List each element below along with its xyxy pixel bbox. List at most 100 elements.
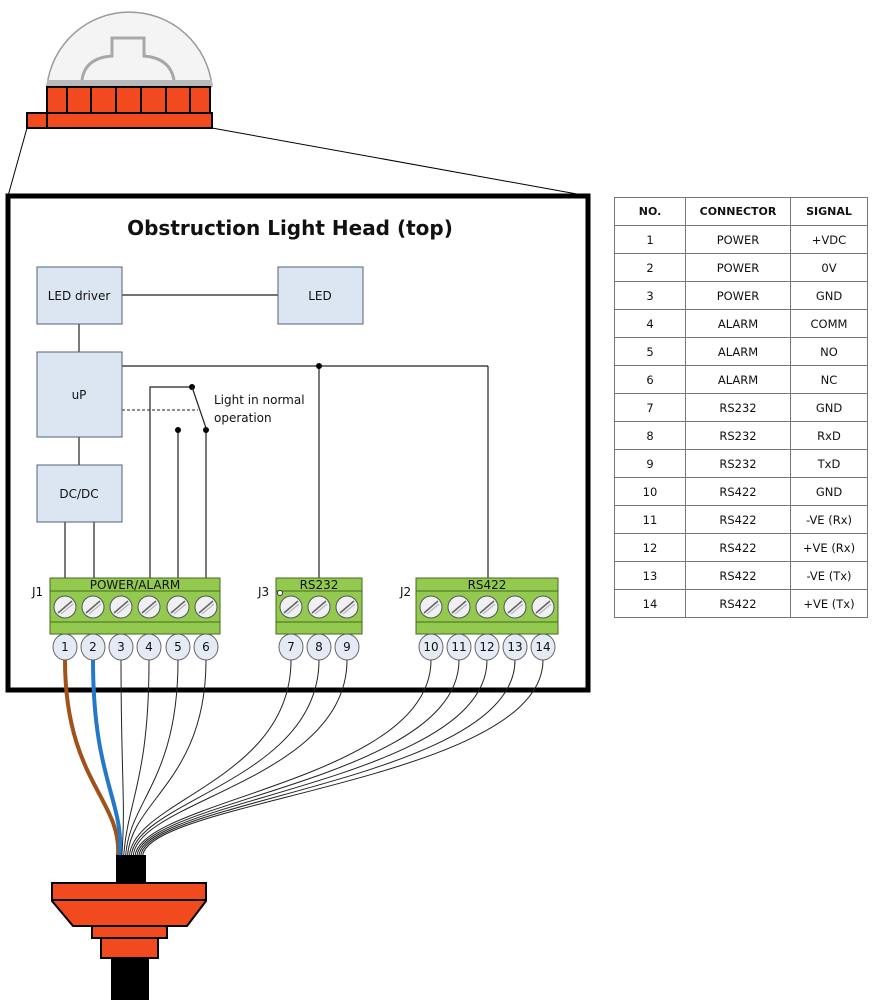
- signal-cell: GND: [790, 393, 868, 422]
- pin-marker: 1: [52, 633, 78, 661]
- pin-number: 6: [202, 640, 210, 654]
- signal-cell: +VE (Tx): [790, 589, 868, 618]
- switch-note-line1: Light in normal: [214, 393, 305, 407]
- signal-cell: TxD: [790, 449, 868, 478]
- pin-number: 14: [535, 640, 550, 654]
- connector-cell: ALARM: [685, 337, 791, 366]
- connector-cell: RS232: [685, 449, 791, 478]
- cable-wire: [128, 659, 292, 857]
- header-no: NO.: [614, 197, 686, 226]
- j3-label: RS232: [300, 578, 339, 592]
- cable-wire: [132, 659, 348, 857]
- terminal-screw: [166, 595, 190, 619]
- signal-cell: GND: [790, 281, 868, 310]
- pin-marker: 6: [193, 633, 219, 661]
- pin-marker: 13: [502, 633, 528, 661]
- pin-number-cell: 14: [614, 589, 686, 618]
- terminal-screw: [109, 595, 133, 619]
- pin-marker: 3: [108, 633, 134, 661]
- pin-number-cell: 8: [614, 421, 686, 450]
- cable-gland-illustration: [51, 855, 207, 1000]
- cable-wire: [123, 659, 150, 857]
- pin-marker: 2: [80, 633, 106, 661]
- connector-cell: RS232: [685, 393, 791, 422]
- pin-marker: 9: [334, 633, 360, 661]
- pin-number: 3: [117, 640, 125, 654]
- cable-wire: [120, 659, 124, 857]
- pin-number-cell: 4: [614, 309, 686, 338]
- header-signal: SIGNAL: [790, 197, 868, 226]
- cable-wire: [127, 659, 207, 857]
- connector-cell: RS422: [685, 477, 791, 506]
- pin-number-cell: 7: [614, 393, 686, 422]
- connector-cell: POWER: [685, 281, 791, 310]
- terminal-screw: [531, 595, 555, 619]
- cable-wire: [130, 659, 320, 857]
- terminal-screw: [137, 595, 161, 619]
- j3-id: J3: [257, 585, 269, 599]
- pin-number: 10: [423, 640, 438, 654]
- signal-cell: -VE (Rx): [790, 505, 868, 534]
- j2-label: RS422: [468, 578, 507, 592]
- cable-wire: [136, 659, 460, 857]
- j1-label: POWER/ALARM: [90, 578, 181, 592]
- terminal-screws: [53, 595, 555, 619]
- pin-number-cell: 9: [614, 449, 686, 478]
- dcdc-block: [36, 464, 123, 523]
- led-driver-label: LED driver: [48, 289, 111, 303]
- signal-cell: NO: [790, 337, 868, 366]
- connector-cell: RS422: [685, 589, 791, 618]
- signal-cell: +VDC: [790, 225, 868, 254]
- signal-cell: GND: [790, 477, 868, 506]
- connector-j1: J1 POWER/ALARM: [31, 577, 221, 635]
- switch-note-line2: operation: [214, 411, 272, 425]
- terminal-screw: [475, 595, 499, 619]
- signal-cell: 0V: [790, 253, 868, 282]
- pin-marker: 14: [530, 633, 556, 661]
- dcdc-label: DC/DC: [59, 487, 98, 501]
- header-connector: CONNECTOR: [685, 197, 791, 226]
- connector-cell: RS232: [685, 421, 791, 450]
- pin-number: 11: [451, 640, 466, 654]
- pin-number: 13: [507, 640, 522, 654]
- cable-wire: [134, 659, 432, 857]
- j2-id: J2: [399, 585, 411, 599]
- pin-marker: 11: [446, 633, 472, 661]
- pin-number-cell: 12: [614, 533, 686, 562]
- signal-cell: RxD: [790, 421, 868, 450]
- pin-number-cell: 13: [614, 561, 686, 590]
- pin-marker: 7: [278, 633, 304, 661]
- pin-number-cell: 11: [614, 505, 686, 534]
- connector-cell: RS422: [685, 561, 791, 590]
- terminal-screw: [194, 595, 218, 619]
- diagram-title: Obstruction Light Head (top): [127, 216, 453, 240]
- terminal-screw: [53, 595, 77, 619]
- signal-cell: COMM: [790, 309, 868, 338]
- connector-cell: RS422: [685, 505, 791, 534]
- connector-cell: ALARM: [685, 309, 791, 338]
- signal-cell: NC: [790, 365, 868, 394]
- terminal-screw: [81, 595, 105, 619]
- cable-wire: [125, 659, 179, 857]
- terminal-screw: [279, 595, 303, 619]
- pin-number: 4: [145, 640, 153, 654]
- cable-wire: [91, 659, 123, 857]
- led-driver-block: [36, 266, 123, 325]
- pin-number-cell: 1: [614, 225, 686, 254]
- internal-wiring: [64, 294, 489, 580]
- connector-cell: POWER: [685, 225, 791, 254]
- pin-marker: 12: [474, 633, 500, 661]
- pin-number: 2: [89, 640, 97, 654]
